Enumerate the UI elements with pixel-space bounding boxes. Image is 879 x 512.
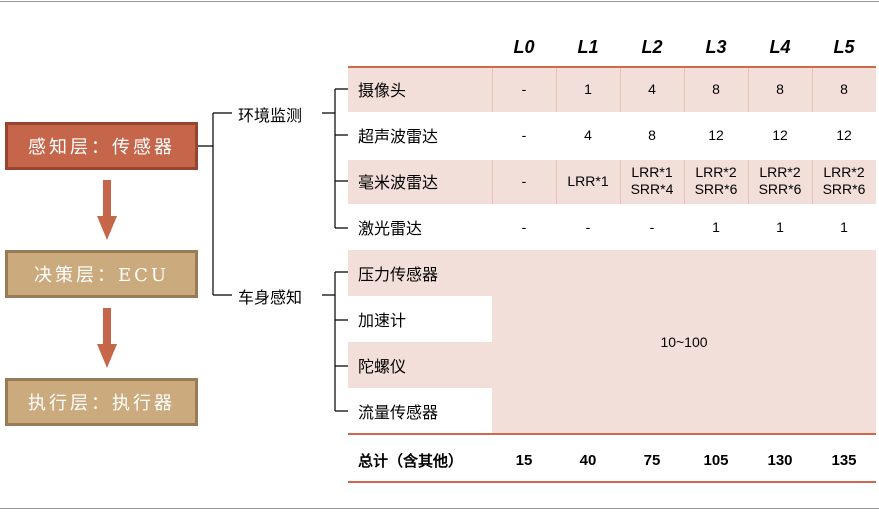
sensor-count: - (585, 218, 591, 235)
sensor-count: LRR*2 SRR*6 (822, 164, 866, 197)
body-sensor-value: 10~100 (492, 250, 876, 434)
total-value: 40 (579, 451, 597, 469)
body-sensor-label: 压力传感器 (348, 250, 492, 296)
cell-divider (812, 68, 813, 112)
level-header: L0 (513, 36, 535, 57)
cell-divider (620, 68, 621, 112)
sensor-count: 4 (584, 126, 592, 143)
level-header: L5 (833, 36, 855, 57)
body-sensor-label: 加速计 (358, 311, 407, 330)
sensor-label: 超声波雷达 (358, 127, 439, 146)
sensor-count: LRR*2 SRR*6 (694, 164, 738, 197)
execution-layer-box: 执行层：执行器 (5, 378, 198, 426)
total-label: 总计（含其他） (358, 451, 464, 470)
sensor-count: - (521, 126, 527, 143)
sensor-count: 8 (840, 80, 848, 97)
sensor-count: 1 (776, 218, 784, 235)
cell-divider (556, 160, 557, 204)
sensor-count: - (521, 80, 527, 97)
sensor-count: 1 (840, 218, 848, 235)
total-bottom-rule (348, 481, 876, 483)
header-rule (348, 66, 876, 68)
sensor-count: - (521, 218, 527, 235)
cell-divider (748, 160, 749, 204)
group-body: 车身感知 (238, 288, 303, 307)
sensor-count: 8 (648, 126, 656, 143)
sensor-label: 激光雷达 (358, 219, 423, 238)
sensor-label: 摄像头 (358, 81, 407, 100)
level-header: L1 (577, 36, 599, 57)
row-background (348, 68, 876, 112)
cell-divider (748, 68, 749, 112)
cell-divider (684, 68, 685, 112)
row-background (348, 160, 876, 204)
sensor-count: - (649, 218, 655, 235)
top-rule (0, 1, 879, 2)
level-header: L4 (769, 36, 791, 57)
sensor-count: - (521, 172, 527, 189)
body-sensor-label: 陀螺仪 (348, 342, 492, 388)
bottom-rule (0, 508, 879, 509)
total-top-rule (348, 433, 876, 435)
arrow-down-icon (97, 180, 117, 368)
cell-divider (812, 160, 813, 204)
cell-divider (684, 160, 685, 204)
sensor-count: 1 (712, 218, 720, 235)
total-value: 15 (515, 451, 533, 469)
sensor-count: 8 (712, 80, 720, 97)
body-sensor-label: 流量传感器 (358, 403, 439, 422)
total-value: 75 (643, 451, 661, 469)
cell-divider (492, 68, 493, 112)
sensor-count: 12 (836, 126, 852, 143)
perception-layer-box: 感知层：传感器 (5, 122, 198, 170)
sensor-count: LRR*2 SRR*6 (758, 164, 802, 197)
group-environment: 环境监测 (238, 106, 303, 125)
cell-divider (620, 160, 621, 204)
sensor-label: 毫米波雷达 (358, 173, 439, 192)
sensor-count: 12 (708, 126, 724, 143)
total-value: 105 (703, 451, 729, 469)
total-value: 135 (831, 451, 857, 469)
sensor-count: LRR*1 SRR*4 (630, 164, 674, 197)
level-header: L2 (641, 36, 663, 57)
cell-divider (492, 160, 493, 204)
cell-divider (556, 68, 557, 112)
decision-layer-box: 决策层：ECU (5, 250, 198, 298)
sensor-count: LRR*1 (567, 172, 609, 189)
total-value: 130 (767, 451, 793, 469)
sensor-count: 4 (648, 80, 656, 97)
level-header: L3 (705, 36, 727, 57)
sensor-count: 1 (584, 80, 592, 97)
sensor-count: 12 (772, 126, 788, 143)
sensor-count: 8 (776, 80, 784, 97)
